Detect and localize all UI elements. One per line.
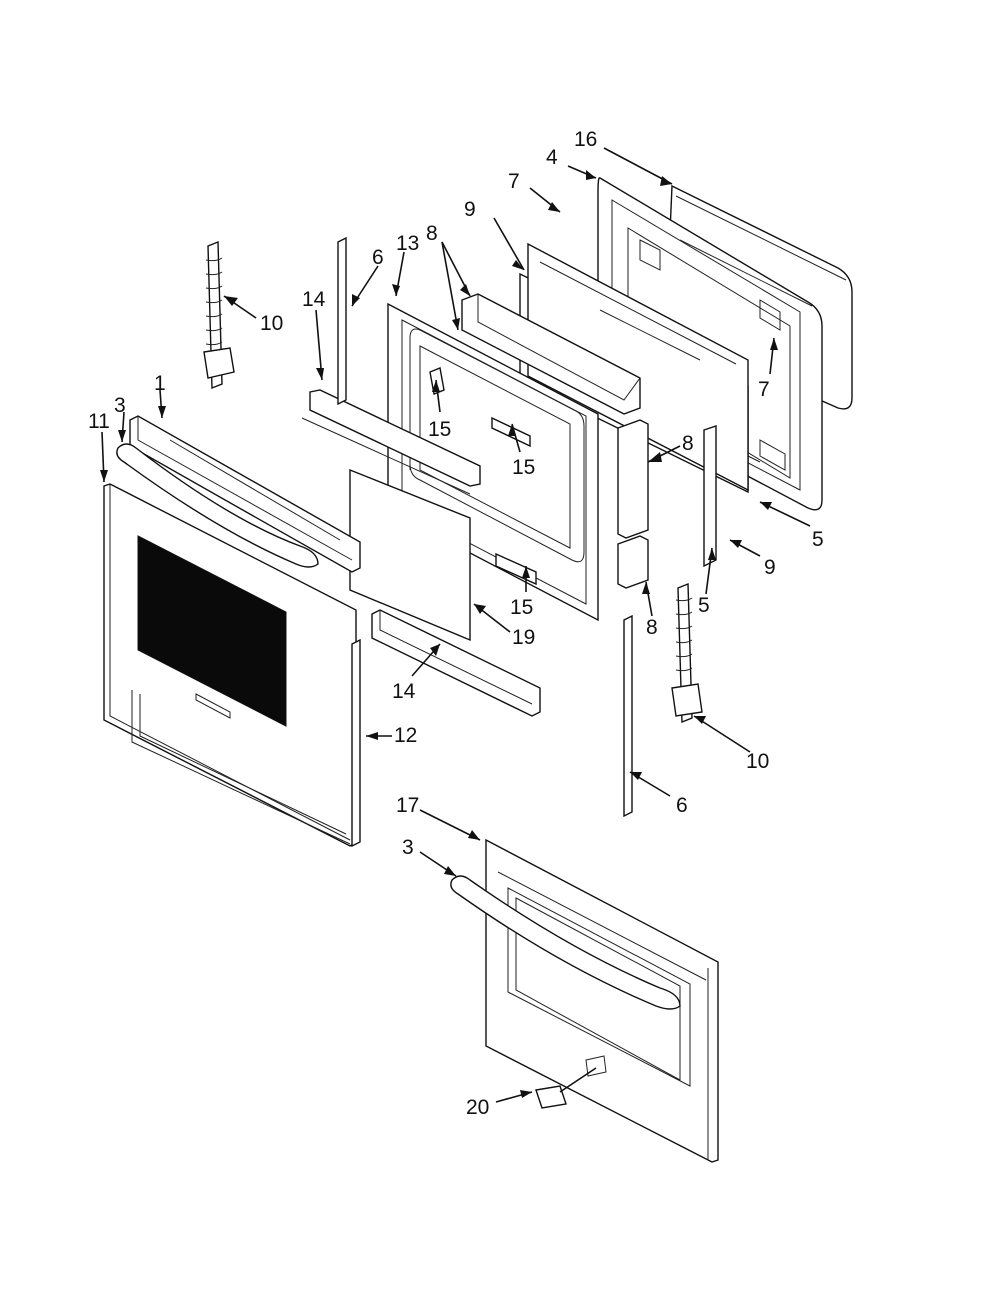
callout-10: 10 bbox=[746, 750, 769, 773]
part-12-side-trim bbox=[351, 638, 361, 848]
part-14-top-channel bbox=[301, 389, 481, 495]
callout-5: 5 bbox=[812, 528, 824, 551]
callout-1: 1 bbox=[154, 372, 166, 395]
part-6-strip-top bbox=[337, 236, 347, 406]
arrowheads bbox=[100, 170, 778, 1098]
outer-door-bottom-frame bbox=[131, 690, 351, 845]
part-6-strip-bottom bbox=[623, 614, 633, 818]
callout-8: 8 bbox=[646, 616, 658, 639]
callout-8: 8 bbox=[682, 432, 694, 455]
callout-16: 16 bbox=[574, 128, 597, 151]
callout-15: 15 bbox=[510, 596, 533, 619]
callout-11: 11 bbox=[88, 410, 110, 433]
callout-8: 8 bbox=[426, 222, 438, 245]
callout-19: 19 bbox=[512, 626, 535, 649]
callout-12: 12 bbox=[394, 724, 417, 747]
callout-20: 20 bbox=[466, 1096, 489, 1119]
part-14-bottom-channel bbox=[371, 609, 541, 717]
callout-10: 10 bbox=[260, 312, 283, 335]
part-10-hinge-left bbox=[203, 240, 235, 390]
callout-9: 9 bbox=[464, 198, 476, 221]
part-11-outer-door-panel bbox=[103, 483, 357, 847]
callout-3: 3 bbox=[114, 394, 126, 417]
callout-15: 15 bbox=[512, 456, 535, 479]
part-17-door-assembly bbox=[485, 838, 719, 1163]
part-3-handle-top bbox=[116, 443, 319, 568]
callout-6: 6 bbox=[372, 246, 384, 269]
part-5-side-trim bbox=[703, 425, 717, 568]
callout-7: 7 bbox=[508, 170, 520, 193]
callout-3: 3 bbox=[402, 836, 414, 859]
part-20-badge bbox=[535, 1055, 607, 1109]
part-10-hinge-right bbox=[671, 582, 703, 724]
part-3-handle-bottom bbox=[450, 875, 681, 1010]
callout-6: 6 bbox=[676, 794, 688, 817]
callout-7: 7 bbox=[758, 378, 770, 401]
callout-15: 15 bbox=[428, 418, 451, 441]
callout-14: 14 bbox=[392, 680, 416, 703]
callout-17: 17 bbox=[396, 794, 419, 817]
callout-14: 14 bbox=[302, 288, 326, 311]
callout-9: 9 bbox=[764, 556, 776, 579]
callout-labels: 16 4 7 9 8 13 6 14 10 7 1 3 11 15 15 8 5… bbox=[88, 128, 824, 1119]
callout-4: 4 bbox=[546, 146, 558, 169]
callout-13: 13 bbox=[396, 232, 419, 255]
callout-5: 5 bbox=[698, 594, 710, 617]
